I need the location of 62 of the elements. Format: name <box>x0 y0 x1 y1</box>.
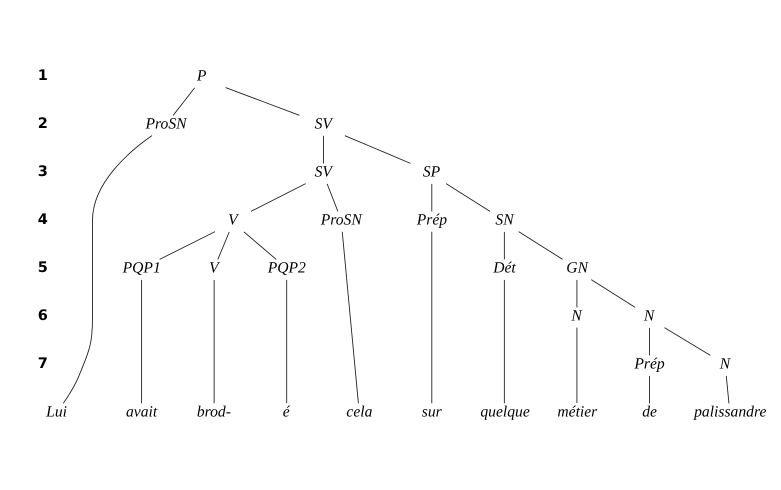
node-text: cela <box>346 403 372 420</box>
label: 4 <box>38 212 48 228</box>
connector <box>649 374 650 404</box>
node-text: N <box>644 307 654 324</box>
connector <box>649 326 650 356</box>
connector <box>326 182 338 212</box>
node-text: SV <box>314 115 332 132</box>
connector <box>576 278 578 308</box>
node-text: Prép <box>416 211 448 228</box>
label: 7 <box>38 356 48 372</box>
connector <box>664 326 711 356</box>
label: 3 <box>38 164 48 180</box>
connector <box>286 278 288 404</box>
connector <box>342 230 359 404</box>
node-text: SN <box>495 211 514 228</box>
connector <box>217 230 230 260</box>
connector <box>244 230 277 260</box>
node-text: ProSN <box>320 211 362 228</box>
node-text: V <box>209 259 219 276</box>
node-text: PQP2 <box>268 259 306 276</box>
connector <box>225 86 300 116</box>
node-text: é <box>282 403 290 420</box>
connector <box>431 230 432 404</box>
node-text: Dét <box>493 259 516 276</box>
connector <box>141 278 142 404</box>
connector <box>344 134 411 164</box>
node-text: SP <box>422 163 440 180</box>
node-text: GN <box>566 259 588 276</box>
connector <box>62 134 152 404</box>
connector <box>323 134 324 164</box>
node-text: métier <box>557 403 598 420</box>
node-text: Lui <box>46 403 67 420</box>
node-text: Prép <box>634 355 665 372</box>
node-text: PQP1 <box>122 259 161 276</box>
node-text: V <box>228 211 238 228</box>
connector <box>726 374 730 404</box>
node-text: SV <box>314 163 332 180</box>
node-text: sur <box>422 403 442 420</box>
connector <box>431 182 432 212</box>
node-text: de <box>642 403 657 420</box>
node-text: P <box>196 67 206 84</box>
node-text: ProSN <box>145 115 187 132</box>
node-text: quelque <box>480 403 530 420</box>
connector <box>504 230 505 260</box>
label: 6 <box>38 308 48 324</box>
label: 1 <box>38 68 48 84</box>
connector <box>446 182 490 212</box>
node-text: N <box>720 355 730 372</box>
node-text: N <box>571 307 582 324</box>
connector <box>214 278 215 404</box>
node-text: palissandre <box>694 403 766 420</box>
connector <box>159 230 216 260</box>
connector <box>576 326 578 403</box>
label: 5 <box>38 260 48 276</box>
connector <box>504 278 505 404</box>
node-text: avait <box>126 403 158 420</box>
node-text: brod- <box>196 403 231 420</box>
connector <box>172 86 196 116</box>
connector <box>590 278 636 308</box>
connector <box>518 230 564 260</box>
label: 2 <box>38 116 48 132</box>
connector <box>250 182 306 212</box>
